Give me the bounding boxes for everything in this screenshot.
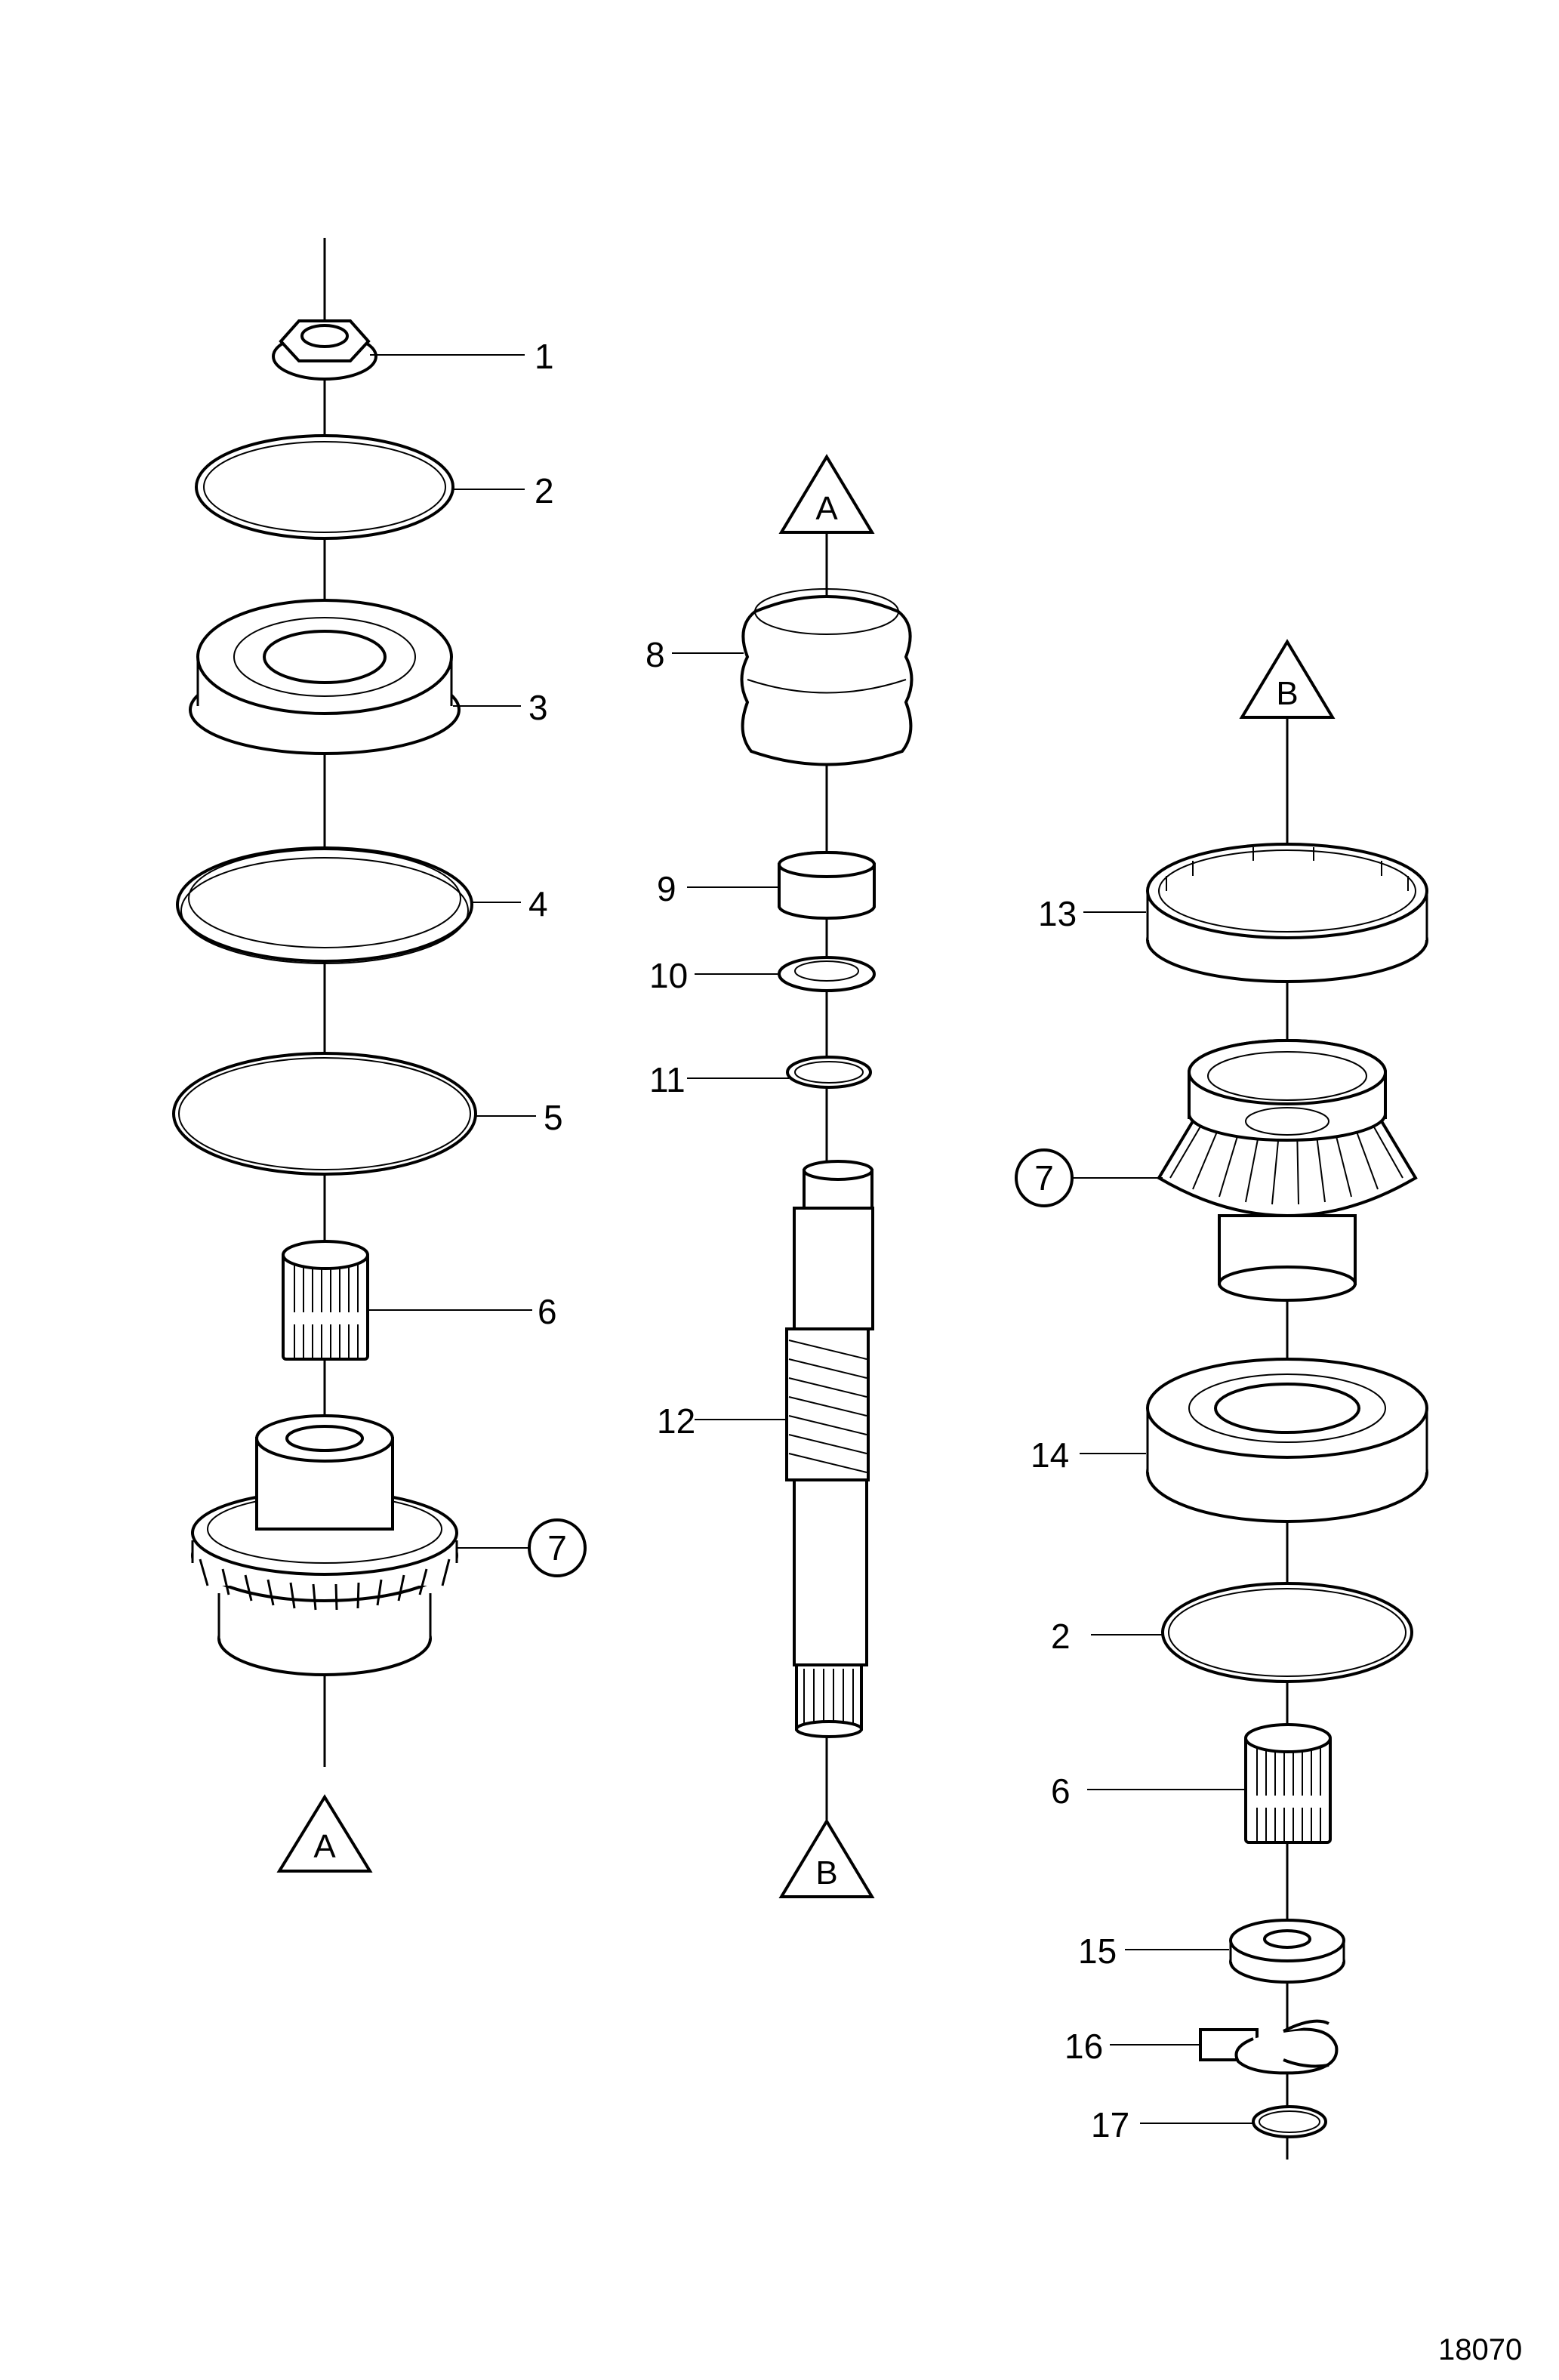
part-16-circlip <box>1199 2019 1339 2075</box>
part-8-coupling <box>740 588 914 766</box>
part-4-bearing-ring <box>176 846 473 964</box>
connector-a-middle: A <box>778 454 875 534</box>
part-5-o-ring <box>172 1052 477 1176</box>
callout-8: 8 <box>645 635 665 674</box>
connector-b-middle: B <box>778 1818 875 1898</box>
callout-14: 14 <box>1031 1435 1069 1475</box>
part-14-ball-bearing <box>1146 1358 1428 1523</box>
part-6-needle-bearing-right <box>1244 1723 1332 1844</box>
callout-9: 9 <box>657 869 676 908</box>
left-assembly: 1 2 3 4 <box>172 238 587 1873</box>
callout-7-right: 7 <box>1034 1158 1054 1198</box>
connector-a-left: A <box>276 1794 373 1873</box>
part-2-o-ring <box>195 434 454 540</box>
callout-4: 4 <box>528 884 548 923</box>
callout-5: 5 <box>544 1098 563 1137</box>
callout-17: 17 <box>1091 2105 1129 2144</box>
right-assembly: B 13 <box>1015 639 1428 2160</box>
callout-2-left: 2 <box>535 471 554 510</box>
callout-12: 12 <box>657 1401 695 1441</box>
callout-16: 16 <box>1064 2027 1103 2066</box>
callout-13: 13 <box>1038 894 1077 933</box>
middle-assembly: A 8 9 10 <box>645 454 914 1898</box>
part-3-flanged-bearing <box>189 599 461 755</box>
callout-15: 15 <box>1078 1931 1117 1971</box>
part-10-washer <box>778 956 876 992</box>
part-9-sleeve <box>778 851 876 920</box>
connector-b-right: B <box>1239 639 1336 719</box>
svg-text:A: A <box>815 490 838 527</box>
callout-1: 1 <box>535 337 554 376</box>
svg-text:B: B <box>1276 675 1298 712</box>
part-13-retaining-ring <box>1146 843 1428 983</box>
svg-text:A: A <box>313 1828 336 1865</box>
callout-6-right: 6 <box>1051 1771 1071 1811</box>
callout-6-left: 6 <box>538 1292 557 1331</box>
part-7-bevel-gear-left <box>191 1414 458 1676</box>
callout-2-right: 2 <box>1051 1617 1071 1656</box>
part-6-needle-bearing-left <box>282 1240 369 1361</box>
part-11-snap-ring <box>786 1056 872 1089</box>
part-2-o-ring-right <box>1161 1582 1413 1683</box>
callout-10: 10 <box>649 956 688 995</box>
part-15-seal <box>1229 1919 1345 1984</box>
callout-7-right-circle <box>1015 1148 1074 1207</box>
figure-number: 18070 <box>1438 2333 1522 2366</box>
part-1-flange-nut <box>272 319 377 381</box>
part-12-drive-shaft <box>785 1160 874 1738</box>
callout-11: 11 <box>649 1060 686 1099</box>
part-7-bevel-gear-right <box>1157 1039 1418 1302</box>
part-17-small-o-ring <box>1252 2105 1327 2138</box>
svg-text:B: B <box>815 1854 837 1891</box>
callout-7-left: 7 <box>547 1528 567 1568</box>
callout-7-left-circle <box>528 1518 587 1577</box>
callout-3: 3 <box>528 688 548 727</box>
